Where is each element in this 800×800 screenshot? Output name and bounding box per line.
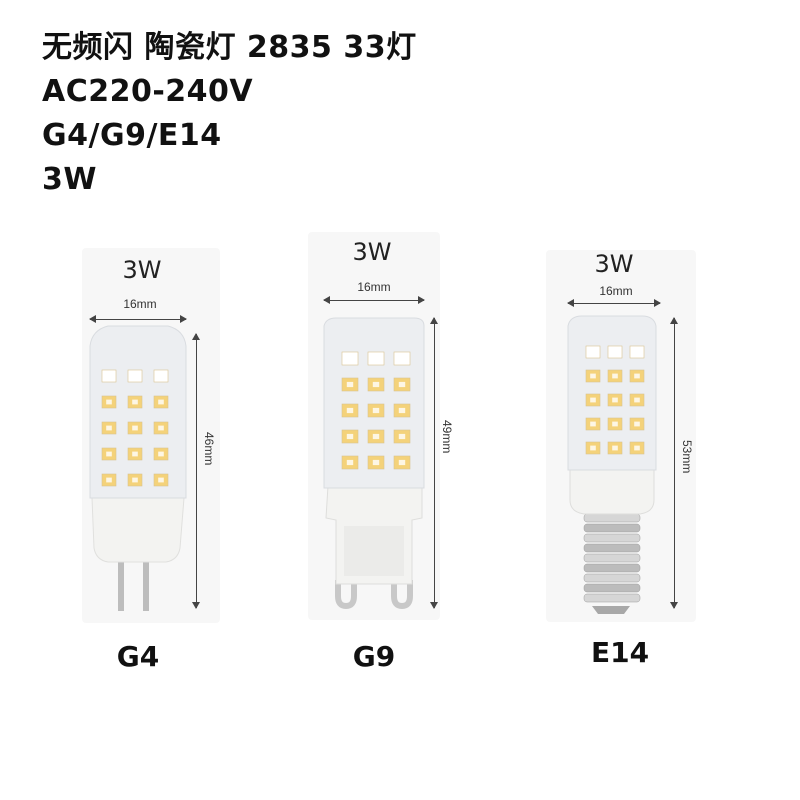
e14-width-arrow: [567, 299, 661, 307]
led-chip-highlight: [372, 459, 380, 466]
led-chip-highlight: [634, 397, 640, 403]
led-chip-highlight: [158, 451, 164, 457]
led-chip-highlight: [132, 451, 138, 457]
led-chip-highlight: [634, 349, 640, 355]
led-chip-highlight: [346, 459, 354, 466]
led-chip-highlight: [158, 373, 164, 379]
led-chip-highlight: [634, 445, 640, 451]
screw-thread: [583, 573, 641, 583]
screw-thread: [583, 583, 641, 593]
led-chip-highlight: [590, 373, 596, 379]
led-chip-highlight: [612, 421, 618, 427]
e14-height-arrow: [670, 317, 678, 609]
led-chip-highlight: [132, 399, 138, 405]
led-chip-highlight: [158, 425, 164, 431]
led-chip-highlight: [132, 373, 138, 379]
led-chip-highlight: [634, 373, 640, 379]
g4-power-label: 3W: [122, 256, 162, 284]
screw-thread: [583, 543, 641, 553]
e14-width-label: 16mm: [599, 284, 633, 298]
led-chip-highlight: [398, 381, 406, 388]
led-chip-highlight: [372, 407, 380, 414]
title-line-4: 3W: [42, 162, 97, 197]
led-chip-highlight: [612, 445, 618, 451]
title-line-2: AC220-240V: [42, 74, 254, 109]
screw-thread: [583, 553, 641, 563]
g4-width-arrow: [89, 315, 187, 323]
led-chip-highlight: [612, 373, 618, 379]
led-chip-highlight: [590, 397, 596, 403]
led-chip-highlight: [106, 425, 112, 431]
led-chip-highlight: [106, 399, 112, 405]
led-chip-highlight: [132, 425, 138, 431]
led-chip-highlight: [612, 397, 618, 403]
g9-width-arrow: [323, 296, 425, 304]
led-chip-highlight: [372, 355, 380, 362]
led-chip-highlight: [346, 433, 354, 440]
led-chip-highlight: [106, 477, 112, 483]
led-chip-highlight: [398, 355, 406, 362]
screw-thread: [583, 593, 641, 603]
led-chip-highlight: [398, 407, 406, 414]
led-chip-highlight: [398, 459, 406, 466]
g9-height-arrow: [430, 317, 438, 609]
title-line-1: 无频闪 陶瓷灯 2835 33灯: [42, 30, 417, 65]
led-chip-highlight: [346, 355, 354, 362]
e14-power-label: 3W: [594, 250, 634, 278]
led-chip-highlight: [612, 349, 618, 355]
g4-base-label: G4: [116, 640, 160, 673]
g9-width-label: 16mm: [357, 280, 391, 294]
screw-thread: [583, 523, 641, 533]
led-chip-highlight: [590, 349, 596, 355]
led-chip-highlight: [346, 381, 354, 388]
g9-base-label: G9: [352, 640, 396, 673]
led-chip-highlight: [158, 477, 164, 483]
led-chip-highlight: [346, 407, 354, 414]
led-chip-highlight: [398, 433, 406, 440]
led-chip-highlight: [106, 373, 112, 379]
screw-thread: [583, 513, 641, 523]
title-block: 无频闪 陶瓷灯 2835 33灯 AC220-240V G4/G9/E14 3W: [42, 26, 417, 202]
led-chip-highlight: [372, 381, 380, 388]
led-chip-highlight: [372, 433, 380, 440]
led-chip-highlight: [634, 421, 640, 427]
e14-base-label: E14: [590, 636, 650, 669]
screw-thread: [583, 563, 641, 573]
g9-power-label: 3W: [352, 238, 392, 266]
screw-thread: [583, 533, 641, 543]
g4-width-label: 16mm: [123, 297, 157, 311]
led-chip-highlight: [132, 477, 138, 483]
g4-height-arrow: [192, 333, 200, 609]
led-chip-highlight: [106, 451, 112, 457]
led-chip-highlight: [158, 399, 164, 405]
led-chip-highlight: [590, 445, 596, 451]
title-line-3: G4/G9/E14: [42, 118, 222, 153]
led-chip-highlight: [590, 421, 596, 427]
